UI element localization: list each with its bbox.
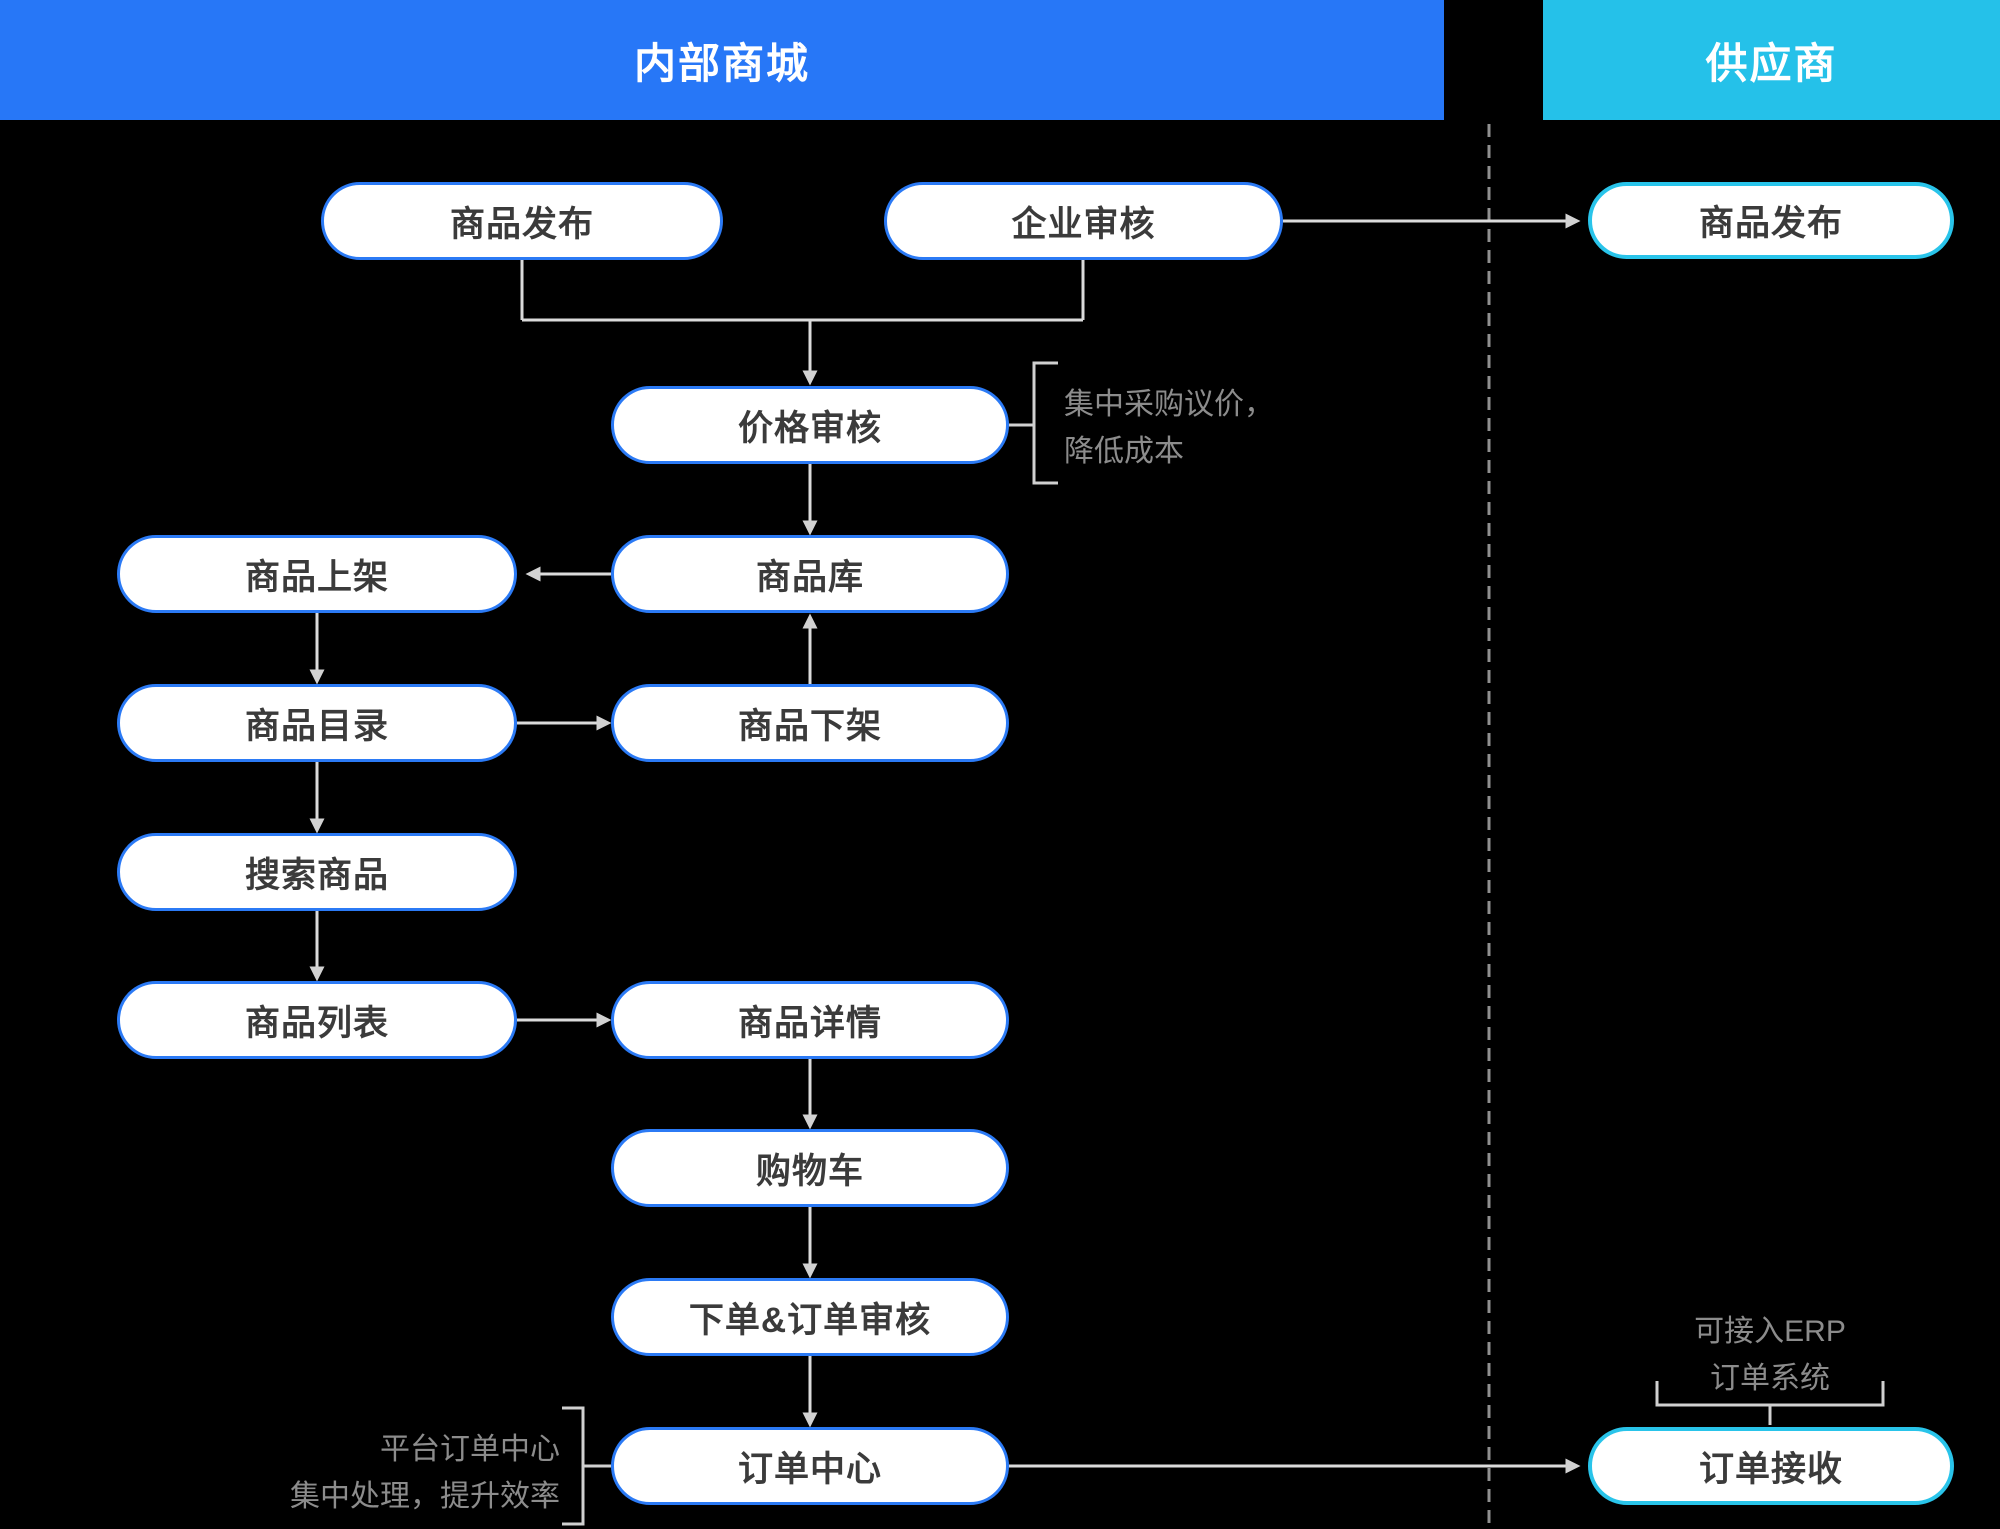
- erp-note-bracket: [1655, 1381, 1885, 1425]
- node-product-search: 搜索商品: [117, 833, 517, 911]
- price-note-bracket: [1009, 361, 1058, 485]
- merge-connector: [520, 260, 1085, 386]
- price-review-note-line2: 降低成本: [1064, 435, 1184, 468]
- node-order-and-review: 下单&订单审核: [611, 1278, 1009, 1356]
- node-product-catalog: 商品目录: [117, 684, 517, 762]
- node-product-detail: 商品详情: [611, 981, 1009, 1059]
- order-center-note-line1: 平台订单中心: [380, 1433, 560, 1466]
- node-order-receive: 订单接收: [1588, 1427, 1954, 1505]
- supplier-title: 供应商: [1705, 39, 1838, 87]
- node-order-center: 订单中心: [611, 1427, 1009, 1505]
- node-shopping-cart: 购物车: [611, 1129, 1009, 1207]
- erp-note: 可接入ERP 订单系统: [1570, 1308, 1970, 1402]
- node-product-delisting: 商品下架: [611, 684, 1009, 762]
- erp-note-line1: 可接入ERP: [1694, 1315, 1846, 1348]
- node-price-review: 价格审核: [611, 386, 1009, 464]
- order-note-bracket: [562, 1406, 611, 1526]
- order-center-note-line2: 集中处理，提升效率: [290, 1480, 560, 1513]
- price-review-note: 集中采购议价， 降低成本: [1064, 381, 1274, 475]
- erp-note-line2: 订单系统: [1710, 1362, 1830, 1395]
- price-review-note-line1: 集中采购议价，: [1064, 388, 1274, 421]
- node-product-listing: 商品上架: [117, 535, 517, 613]
- node-product-library: 商品库: [611, 535, 1009, 613]
- supplier-header-bar: 供应商: [1543, 0, 2000, 120]
- node-product-publish-supplier: 商品发布: [1588, 182, 1954, 259]
- node-enterprise-review: 企业审核: [884, 182, 1283, 260]
- internal-mall-title: 内部商城: [633, 39, 810, 87]
- node-product-list: 商品列表: [117, 981, 517, 1059]
- internal-mall-header-bar: 内部商城: [0, 0, 1444, 120]
- annotation-brackets: [562, 361, 1885, 1526]
- node-product-publish-internal: 商品发布: [321, 182, 723, 260]
- flow-arrows: [309, 213, 1581, 1474]
- order-center-note: 平台订单中心 集中处理，提升效率: [290, 1426, 560, 1520]
